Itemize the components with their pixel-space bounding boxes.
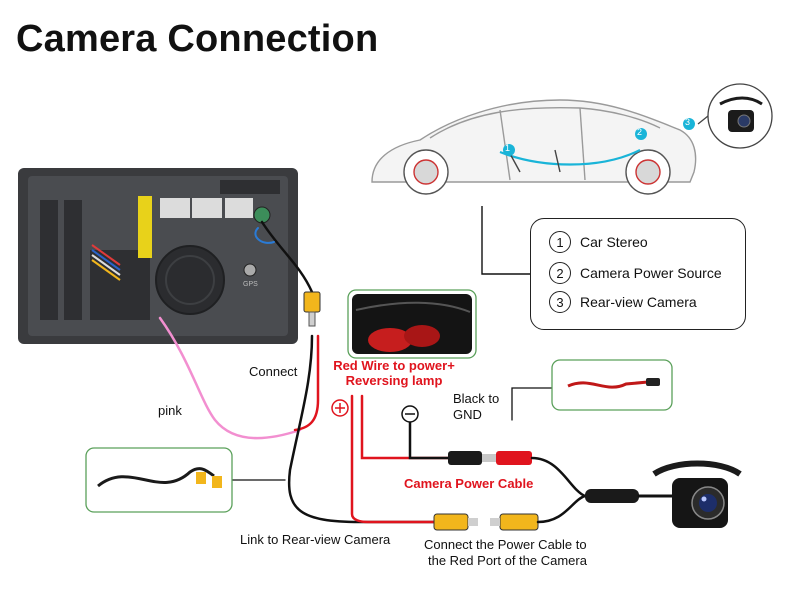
camera-thumbnail: [697, 83, 773, 149]
video-plug-right: [499, 513, 539, 531]
car-marker-3: [683, 118, 695, 130]
legend-label: Rear-view Camera: [580, 294, 697, 310]
video-cable-thumbnail: [85, 447, 233, 513]
legend-number: 2: [549, 262, 571, 284]
black-gnd-label: Black to GND: [453, 391, 500, 422]
car-marker-number: 2: [637, 127, 643, 137]
car-illustration: [371, 99, 697, 195]
power-plug-black: [448, 451, 482, 465]
page-title: Camera Connection: [16, 18, 379, 60]
rear-view-camera: [652, 460, 742, 528]
camera-power-cable-label: Camera Power Cable: [404, 476, 534, 491]
legend-item-3: 3 Rear-view Camera: [549, 291, 697, 313]
legend-item-2: 2 Camera Power Source: [549, 262, 722, 284]
legend-label: Camera Power Source: [580, 265, 722, 281]
stereo-rca-connector: [303, 291, 321, 313]
warning-sticker: [138, 196, 152, 258]
red-wire-label: Red Wire to power+ Reversing lamp: [333, 358, 455, 388]
connect-label: Connect: [249, 364, 298, 379]
legend-label: Car Stereo: [580, 234, 648, 250]
legend-number: 3: [549, 291, 571, 313]
power-cable-thumbnail: [551, 359, 673, 411]
car-marker-1: [503, 144, 515, 156]
legend-number: 1: [549, 231, 571, 253]
tail-light-image: [347, 289, 477, 359]
pink-label: pink: [158, 403, 182, 418]
plus-icon: [331, 399, 349, 417]
car-marker-number: 3: [685, 117, 691, 127]
gps-port-label: GPS: [243, 281, 258, 288]
car-marker-number: 1: [505, 143, 511, 153]
power-plug-red: [496, 451, 532, 465]
legend: 1 Car Stereo 2 Camera Power Source 3 Rea…: [530, 218, 746, 330]
car-stereo-unit: [18, 168, 298, 344]
video-plug-left: [433, 513, 469, 531]
link-rear-view-label: Link to Rear-view Camera: [240, 532, 391, 547]
car-marker-2: [635, 128, 647, 140]
minus-icon: [401, 405, 419, 423]
connect-power-cable-label: Connect the Power Cable to the Red Port …: [424, 537, 587, 568]
legend-item-1: 1 Car Stereo: [549, 231, 648, 253]
